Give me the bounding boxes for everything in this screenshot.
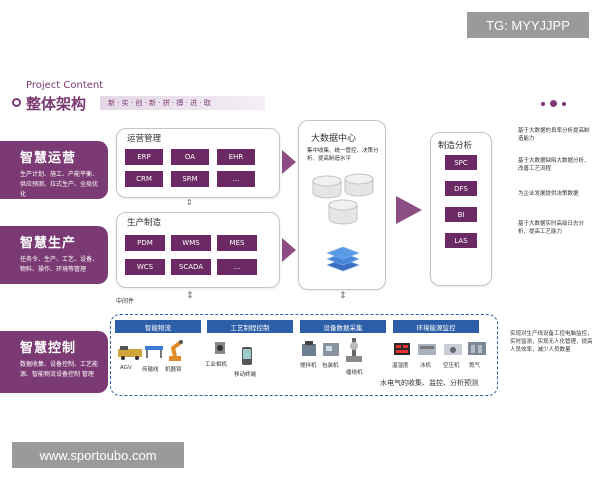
left-bar-control-desc: 数据收集、设备控制、工艺能源、智能物流设备控制 管理 xyxy=(20,361,99,378)
prod-item-mes[interactable]: MES xyxy=(217,235,257,251)
left-bar-operation: 智慧运营 生产计划、施工、产能平衡、供应预测、拉式生产、全局优化 xyxy=(0,141,108,199)
winder-icon xyxy=(346,338,362,362)
label-robot-arm: 机器臂 xyxy=(165,367,182,373)
bigdata-title: 大数据中心 xyxy=(311,134,357,144)
analysis-item-las[interactable]: LAS xyxy=(445,233,477,248)
server-stack-icon xyxy=(326,246,360,272)
ops-item-crm[interactable]: CRM xyxy=(125,171,163,187)
label-conveyor: 传输线 xyxy=(142,367,159,373)
label-mixer: 搅拌机 xyxy=(300,363,317,369)
hygrometer-icon xyxy=(394,343,410,355)
analysis-item-bi[interactable]: BI xyxy=(445,207,477,222)
analysis-title: 制造分析 xyxy=(438,141,473,151)
industrial-camera-icon xyxy=(215,342,225,354)
watermark-bottom-text: www.sportoubo.com xyxy=(39,447,157,463)
mobile-terminal-icon xyxy=(242,347,252,365)
label-air-compressor: 空压机 xyxy=(443,363,460,369)
arrow-ops-to-bigdata-icon xyxy=(282,150,296,174)
watermark-top-text: TG: MYYJJPP xyxy=(486,17,570,33)
prod-item-scada[interactable]: SCADA xyxy=(171,259,211,275)
right-note-3: 为企业发展提供决策数据 xyxy=(518,191,579,197)
prod-item-wms[interactable]: WMS xyxy=(171,235,211,251)
control-header-env: 环境能源监控 xyxy=(393,320,479,333)
control-header-equip: 设备数据采集 xyxy=(300,320,386,333)
control-region xyxy=(110,314,498,396)
ops-item-ehr[interactable]: EHR xyxy=(217,149,255,165)
ops-item-more[interactable]: ... xyxy=(217,171,255,187)
ops-panel: 运营管理 ERP OA EHR CRM SRM ... xyxy=(116,128,280,198)
label-mobile-terminal: 移动终端 xyxy=(234,372,257,378)
conveyor-icon xyxy=(145,346,163,358)
env-caption: 水电气的收集、监控、分析预测 xyxy=(380,379,478,387)
label-packer: 包装机 xyxy=(322,363,339,369)
middleware-label: 中间件 xyxy=(116,298,135,305)
watermark-bottom: www.sportoubo.com xyxy=(12,442,184,468)
label-industrial-camera: 工业相机 xyxy=(205,362,228,368)
left-bar-operation-title: 智慧运营 xyxy=(20,151,77,166)
chiller-icon xyxy=(418,344,436,355)
tagline-bar: 新 · 实 · 创 · 新 · 拼 · 搏 · 进 · 取 xyxy=(100,96,265,110)
left-bar-control-title: 智慧控制 xyxy=(20,341,77,356)
left-bar-operation-desc: 生产计划、施工、产能平衡、供应预测、拉式生产、全局优化 xyxy=(20,171,99,198)
bigdata-desc: 集中收集、统一管控、决策分析、提高制造水平 xyxy=(307,148,379,162)
prod-item-wcs[interactable]: WCS xyxy=(125,259,165,275)
ops-item-erp[interactable]: ERP xyxy=(125,149,163,165)
control-header-logistics: 智能物流 xyxy=(115,320,201,333)
analysis-item-dfs[interactable]: DFS xyxy=(445,181,477,196)
agv-icon xyxy=(118,346,142,360)
prod-title: 生产制造 xyxy=(127,218,162,228)
right-note-1: 基于大数据的良率分析提高制造能力 xyxy=(518,128,590,142)
arrow-bigdata-to-analysis-icon xyxy=(396,196,422,224)
arrow-prod-to-bigdata-icon xyxy=(282,238,296,262)
tagline: 新 · 实 · 创 · 新 · 拼 · 搏 · 进 · 取 xyxy=(108,99,211,107)
header-dot-icon xyxy=(12,98,21,107)
prod-item-pdm[interactable]: PDM xyxy=(125,235,165,251)
ops-title: 运营管理 xyxy=(127,134,162,144)
robot-arm-icon xyxy=(169,340,183,361)
right-note-4: 基于大数据实时高级日志分析、提高工艺能力 xyxy=(518,221,585,235)
packer-icon xyxy=(323,343,339,356)
analysis-item-spc[interactable]: SPC xyxy=(445,155,477,170)
control-header-process: 工艺制程控制 xyxy=(207,320,293,333)
label-chiller: 冰机 xyxy=(420,363,432,369)
label-winder: 缠绕机 xyxy=(346,370,363,376)
nitrogen-icon xyxy=(468,342,486,355)
label-hygrometer: 温湿度 xyxy=(392,363,409,369)
left-bar-control: 智慧控制 数据收集、设备控制、工艺能源、智能物流设备控制 管理 xyxy=(0,331,108,393)
left-bar-production: 智慧生产 任务令、生产、工艺、设备、物料、操作、环境等管理 xyxy=(0,226,108,284)
page-title: 整体架构 xyxy=(26,95,87,113)
prod-panel: 生产制造 PDM WMS MES WCS SCADA ... xyxy=(116,212,280,288)
mixer-icon xyxy=(302,341,316,356)
right-note-2: 基于大数据缺陷大数据分析、改善工艺流程 xyxy=(518,158,590,172)
ops-item-oa[interactable]: OA xyxy=(171,149,209,165)
left-bar-production-desc: 任务令、生产、工艺、设备、物料、操作、环境等管理 xyxy=(20,256,99,273)
prod-item-more[interactable]: ... xyxy=(217,259,257,275)
left-bar-production-title: 智慧生产 xyxy=(20,236,77,251)
header-subtitle: Project Content xyxy=(26,80,104,91)
ops-item-srm[interactable]: SRM xyxy=(171,171,209,187)
arrow-middleware-1-icon: ⇕ xyxy=(186,291,194,301)
database-icon xyxy=(312,173,374,225)
label-nitrogen: 氮气 xyxy=(469,363,481,369)
bigdata-panel: 大数据中心 集中收集、统一管控、决策分析、提高制造水平 xyxy=(298,120,386,290)
dots-decoration xyxy=(541,100,571,108)
label-agv: AGV xyxy=(120,365,132,371)
arrow-middleware-2-icon: ⇕ xyxy=(339,291,347,301)
air-compressor-icon xyxy=(444,344,462,355)
watermark-top: TG: MYYJJPP xyxy=(467,12,589,38)
arrow-ops-prod-icon: ⇕ xyxy=(186,198,193,207)
control-note: 实现对生产线设备工控电脑监控，实时监测，实现无人化管理，提高人员效率，减少人员数… xyxy=(510,331,593,353)
analysis-panel: 制造分析 SPC DFS BI LAS xyxy=(430,132,492,286)
